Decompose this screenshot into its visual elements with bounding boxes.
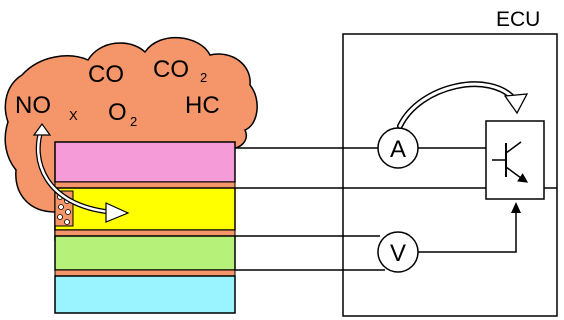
ecu-label: ECU <box>496 8 540 31</box>
nox-label: NO <box>15 92 51 119</box>
co2-subscript: 2 <box>200 70 207 85</box>
pink-layer <box>54 141 236 183</box>
separator-layer-2 <box>54 229 236 237</box>
yellow-layer <box>54 187 236 231</box>
separator-layer-3 <box>54 269 236 277</box>
o2-label: O <box>108 99 127 126</box>
green-layer <box>54 235 236 271</box>
ammeter-label: A <box>390 136 406 163</box>
hc-label: HC <box>185 92 220 119</box>
voltmeter-label: V <box>390 240 406 267</box>
npn-transistor-icon <box>485 120 545 200</box>
separator-layer-1 <box>54 181 236 189</box>
nox-subscript: X <box>69 108 78 123</box>
o2-subscript: 2 <box>130 114 137 129</box>
nox-diffusion-arrow <box>32 122 130 223</box>
cyan-layer <box>54 275 236 314</box>
co2-label: CO <box>153 56 189 83</box>
current-signal-arrow <box>397 81 529 129</box>
co-label: CO <box>88 61 124 88</box>
voltage-feedback-arrow <box>418 202 521 253</box>
